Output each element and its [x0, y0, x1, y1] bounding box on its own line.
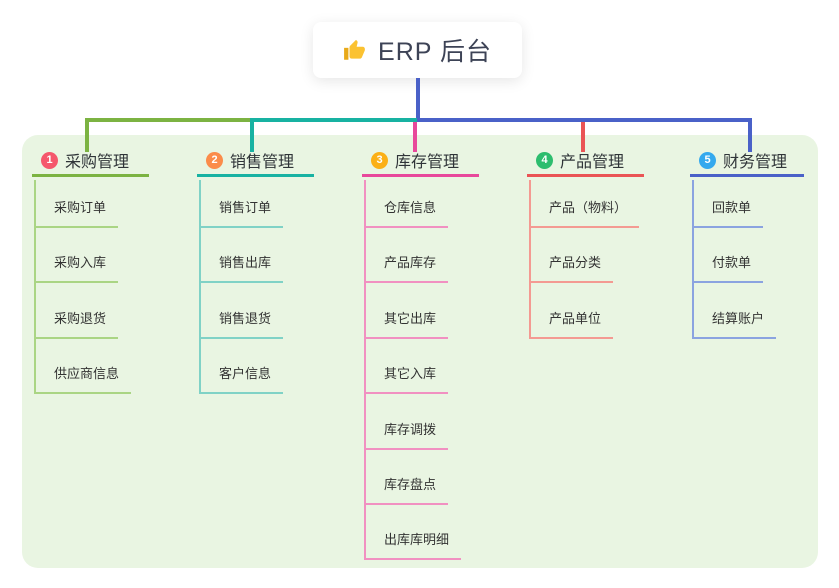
- branch-number-badge: 1: [41, 151, 58, 169]
- branch-number-badge: 5: [699, 151, 716, 169]
- bus-segment-left: [85, 118, 252, 122]
- branch-title: 财务管理: [723, 154, 788, 171]
- branch-title: 销售管理: [230, 154, 295, 171]
- root-connector-line: [416, 78, 420, 122]
- child-node[interactable]: 产品（物料）: [529, 194, 640, 228]
- child-node[interactable]: 仓库信息: [364, 194, 449, 228]
- mindmap-panel: [22, 135, 818, 568]
- child-node[interactable]: 其它出库: [364, 305, 449, 339]
- branch-spine-line: [692, 180, 694, 339]
- branch-spine-line: [199, 180, 201, 394]
- branch-spine-line: [529, 180, 531, 339]
- branch-header[interactable]: 1 采购管理: [32, 146, 149, 177]
- child-node[interactable]: 产品库存: [364, 249, 449, 283]
- branch-title: 产品管理: [560, 154, 625, 171]
- child-node[interactable]: 销售出库: [199, 249, 284, 283]
- child-node[interactable]: 其它入库: [364, 360, 449, 394]
- root-node-label: ERP 后台: [378, 38, 492, 66]
- branch-drop-line: [581, 122, 585, 152]
- branch-header[interactable]: 2 销售管理: [197, 146, 314, 177]
- child-node[interactable]: 库存调拨: [364, 416, 449, 450]
- branch-spine-line: [364, 180, 366, 560]
- child-node[interactable]: 供应商信息: [34, 360, 132, 394]
- branch-drop-line: [748, 118, 752, 152]
- child-node[interactable]: 产品单位: [529, 305, 614, 339]
- branch-number-badge: 2: [206, 151, 223, 169]
- branch-title: 库存管理: [395, 154, 460, 171]
- branch-header[interactable]: 3 库存管理: [362, 146, 479, 177]
- root-node[interactable]: ERP 后台: [313, 22, 522, 78]
- child-node[interactable]: 采购订单: [34, 194, 119, 228]
- child-node[interactable]: 产品分类: [529, 249, 614, 283]
- branch-number-badge: 3: [371, 151, 388, 169]
- branch-title: 采购管理: [65, 154, 130, 171]
- child-node[interactable]: 付款单: [692, 249, 764, 283]
- branch-header[interactable]: 5 财务管理: [690, 146, 804, 177]
- child-node[interactable]: 采购退货: [34, 305, 119, 339]
- branch-spine-line: [34, 180, 36, 394]
- branch-drop-line: [85, 118, 89, 152]
- child-node[interactable]: 出库库明细: [364, 526, 462, 560]
- child-node[interactable]: 销售退货: [199, 305, 284, 339]
- branch-drop-line: [250, 118, 254, 152]
- thumbs-up-icon: [343, 37, 369, 63]
- child-node[interactable]: 客户信息: [199, 360, 284, 394]
- child-node[interactable]: 结算账户: [692, 305, 777, 339]
- branch-drop-line: [413, 122, 417, 152]
- child-node[interactable]: 库存盘点: [364, 471, 449, 505]
- branch-number-badge: 4: [536, 151, 553, 169]
- bus-segment-mid: [250, 118, 417, 122]
- bus-segment-right: [417, 118, 752, 122]
- branch-header[interactable]: 4 产品管理: [527, 146, 644, 177]
- child-node[interactable]: 采购入库: [34, 249, 119, 283]
- child-node[interactable]: 销售订单: [199, 194, 284, 228]
- child-node[interactable]: 回款单: [692, 194, 764, 228]
